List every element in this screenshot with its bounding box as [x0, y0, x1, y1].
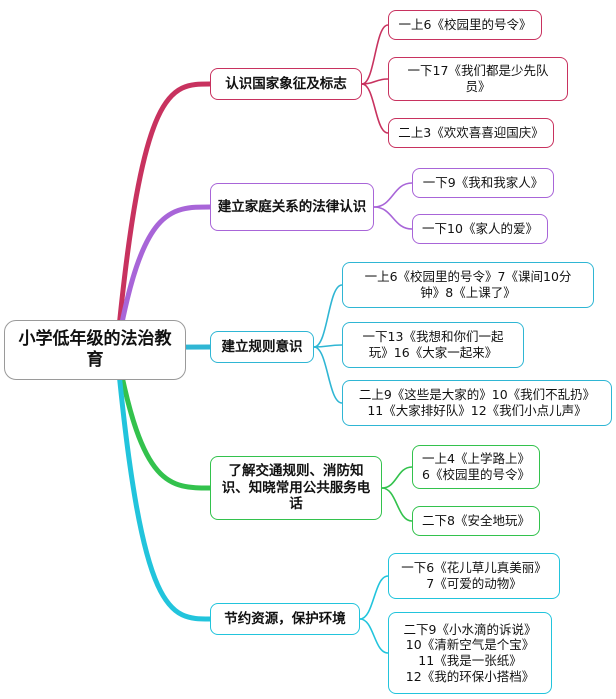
connector-branch-1-leaf-2 — [361, 78, 389, 85]
leaf-1-2: 一下17《我们都是少先队员》 — [388, 57, 568, 101]
root-topic: 小学低年级的法治教育 — [4, 320, 186, 380]
leaf-1-1: 一上6《校园里的号令》 — [388, 10, 542, 40]
connector-branch-5-leaf-1 — [359, 575, 389, 620]
branch-family-law: 建立家庭关系的法律认识 — [210, 183, 374, 231]
connector-branch-1-leaf-1 — [361, 24, 389, 85]
leaf-2-2: 一下10《家人的爱》 — [412, 214, 548, 244]
leaf-5-2: 二下9《小水滴的诉说》10《清新空气是个宝》11《我是一张纸》12《我的环保小搭… — [388, 612, 552, 694]
branch-national-symbols: 认识国家象征及标志 — [210, 68, 362, 100]
connector-branch-5-leaf-2 — [359, 618, 389, 654]
leaf-4-1: 一上4《上学路上》6《校园里的号令》 — [412, 445, 540, 489]
connector-branch-2-leaf-2 — [373, 206, 413, 230]
connector-branch-4-leaf-1 — [381, 466, 413, 489]
connector-branch-4-leaf-2 — [381, 487, 413, 522]
connector-root-branch-5 — [114, 347, 213, 622]
connector-root-branch-2 — [114, 204, 213, 353]
leaf-5-1: 一下6《花儿草儿真美丽》7《可爱的动物》 — [388, 553, 560, 599]
connector-branch-3-leaf-1 — [313, 284, 343, 348]
branch-traffic-fire-safety: 了解交通规则、消防知识、知晓常用公共服务电话 — [210, 456, 382, 520]
leaf-4-2: 二下8《安全地玩》 — [412, 506, 540, 536]
connector-branch-2-leaf-1 — [373, 182, 413, 208]
leaf-2-1: 一下9《我和我家人》 — [412, 168, 554, 198]
leaf-3-2: 一下13《我想和你们一起玩》16《大家一起来》 — [342, 322, 524, 368]
branch-rule-awareness: 建立规则意识 — [210, 331, 314, 363]
leaf-3-3: 二上9《这些是大家的》10《我们不乱扔》11《大家排好队》12《我们小点儿声》 — [342, 380, 612, 426]
leaf-3-1: 一上6《校园里的号令》7《课间10分钟》8《上课了》 — [342, 262, 594, 308]
connector-root-branch-4 — [114, 347, 213, 491]
leaf-1-3: 二上3《欢欢喜喜迎国庆》 — [388, 118, 554, 148]
connector-branch-3-leaf-2 — [313, 344, 343, 348]
branch-environment: 节约资源，保护环境 — [210, 603, 360, 635]
connector-branch-1-leaf-3 — [361, 83, 389, 134]
connector-branch-3-leaf-3 — [313, 346, 343, 404]
connector-root-branch-1 — [114, 81, 213, 353]
